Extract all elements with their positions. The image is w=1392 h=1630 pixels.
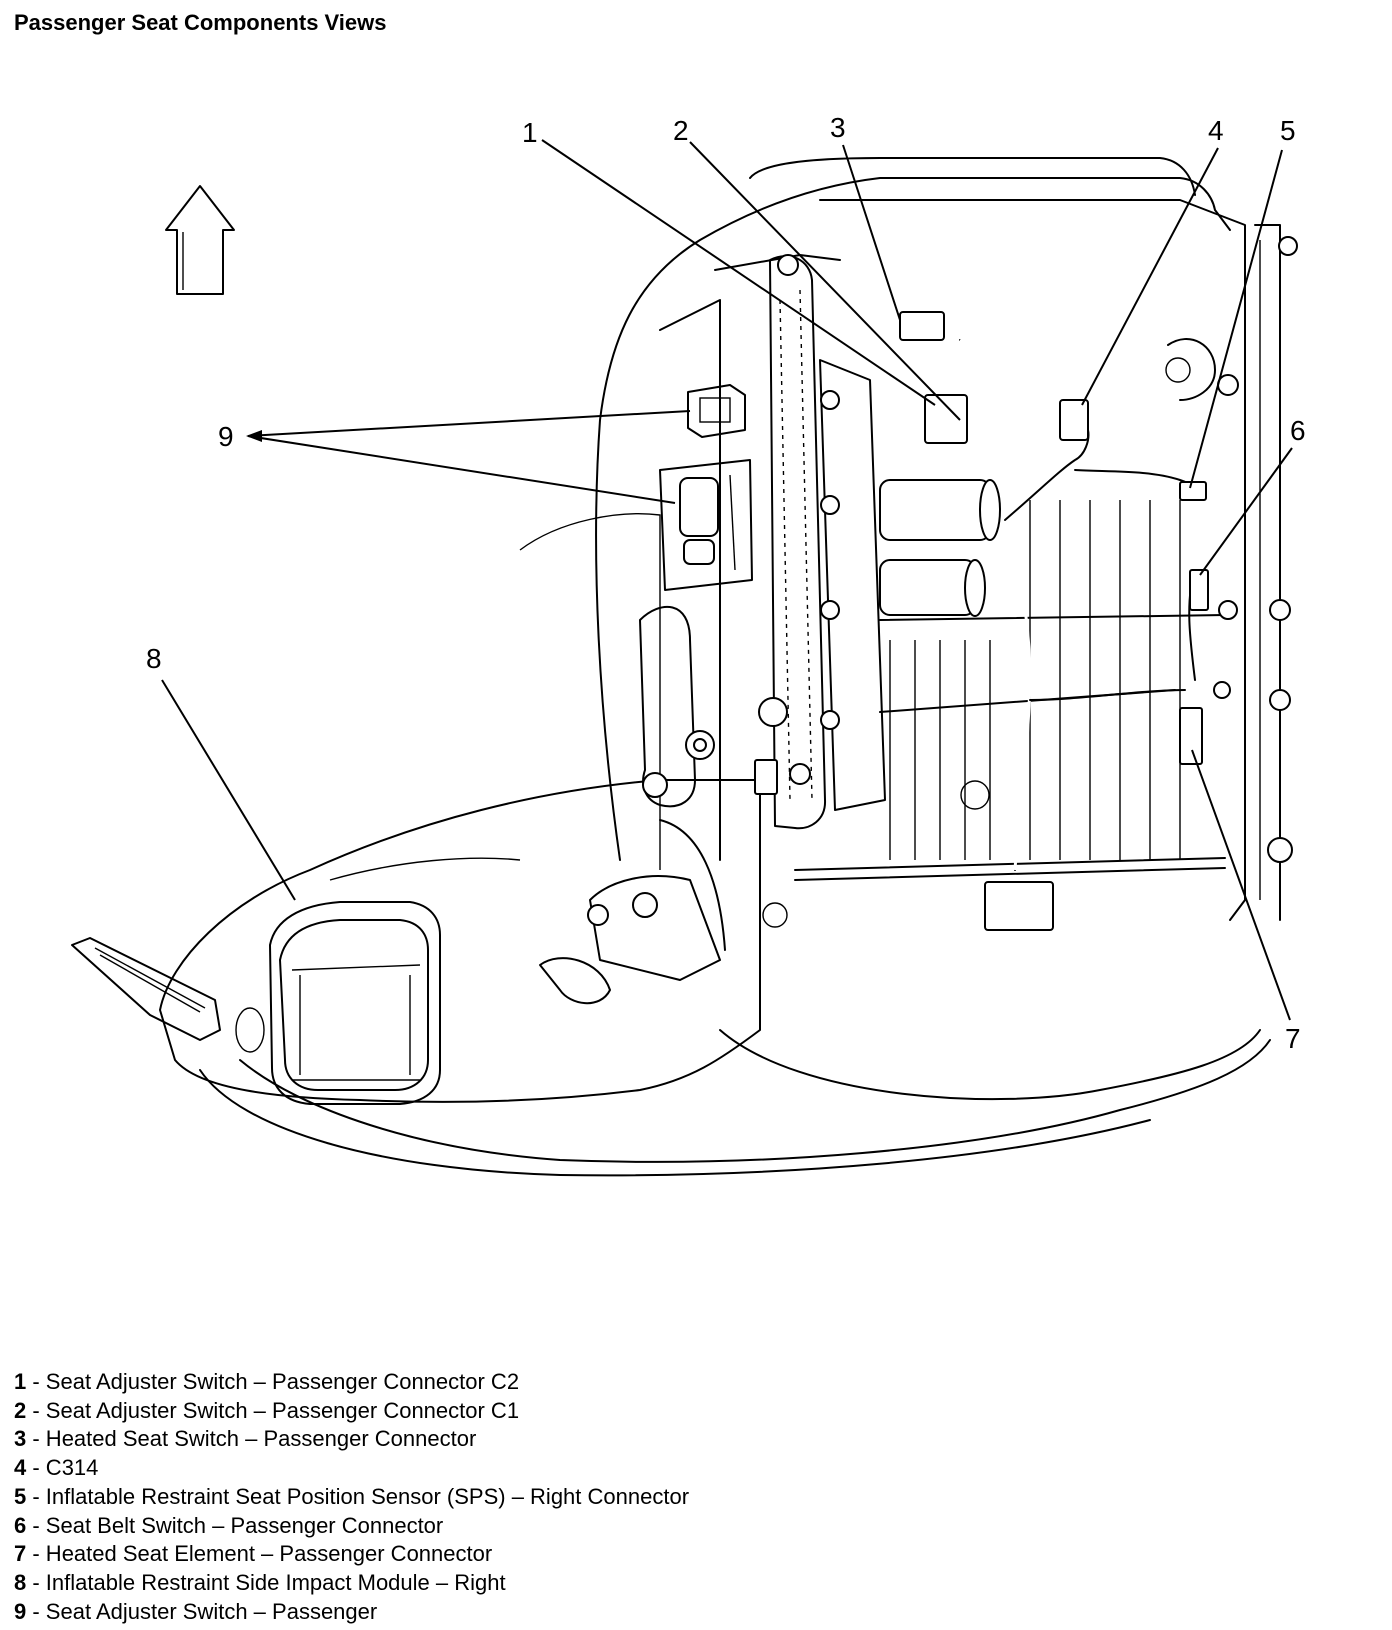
callout-4: 4: [1208, 115, 1224, 146]
callout-8: 8: [146, 643, 162, 674]
connectors: [754, 311, 1209, 931]
legend-item: 7 - Heated Seat Element – Passenger Conn…: [14, 1541, 493, 1567]
callout-2: 2: [673, 115, 689, 146]
seat-frame: [762, 236, 1298, 928]
legend-item: 2 - Seat Adjuster Switch – Passenger Con…: [14, 1397, 520, 1423]
seat-back: [595, 157, 1281, 921]
seat-adjuster-switch: [659, 384, 753, 591]
legend-item: 3 - Heated Seat Switch – Passenger Conne…: [14, 1426, 477, 1452]
side-impact-module: [269, 901, 441, 1105]
legend: 1 - Seat Adjuster Switch – Passenger Con…: [14, 1368, 689, 1626]
callout-3: 3: [830, 112, 846, 143]
legend-item: 9 - Seat Adjuster Switch – Passenger: [14, 1598, 378, 1624]
legend-item: 5 - Inflatable Restraint Seat Position S…: [14, 1483, 690, 1509]
seat-side-rail: [758, 254, 886, 830]
wiring-harness: [959, 338, 1206, 871]
callout-6: 6: [1290, 415, 1306, 446]
legend-item: 8 - Inflatable Restraint Side Impact Mod…: [14, 1569, 506, 1595]
seat-handle: [71, 937, 265, 1053]
callout-9: 9: [218, 421, 234, 452]
callout-5: 5: [1280, 115, 1296, 146]
seat-cushion: [159, 513, 1271, 1177]
page-title: Passenger Seat Components Views: [14, 10, 387, 35]
callout-1: 1: [522, 117, 538, 148]
seat-motors: [879, 479, 1001, 617]
recliner-mechanism: [539, 605, 726, 1005]
legend-item: 4 - C314: [14, 1455, 99, 1481]
callout-7: 7: [1285, 1023, 1301, 1054]
up-arrow-icon: [165, 185, 235, 295]
legend-item: 6 - Seat Belt Switch – Passenger Connect…: [14, 1512, 444, 1538]
legend-item: 1 - Seat Adjuster Switch – Passenger Con…: [14, 1369, 520, 1394]
seat-diagram: 1 2 3 4 5 6 7 8 9: [0, 60, 1392, 1320]
callout-leaders: [161, 139, 1293, 1021]
